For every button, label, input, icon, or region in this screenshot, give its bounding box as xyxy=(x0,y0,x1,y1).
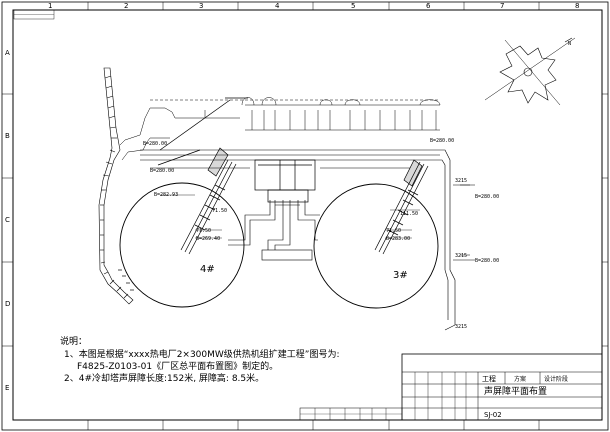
grid-label: D xyxy=(5,300,10,308)
north-symbol: N xyxy=(568,41,571,47)
dim-label: 3215 xyxy=(455,253,467,259)
notes-line-3: 2、4#冷却塔声屏障长度:152米, 屏障高: 8.5米。 xyxy=(64,372,264,384)
noise-barrier-left xyxy=(98,67,134,305)
notes-line-1: 1、本图是根据“xxxx热电厂2×300MW级供热机组扩建工程”图号为: xyxy=(64,348,340,360)
dim-label: B=280.00 xyxy=(475,194,499,200)
drawing-title: 声屏障平面布置 xyxy=(484,385,547,397)
dim-leaders xyxy=(160,194,420,239)
cooling-tower-4 xyxy=(119,182,245,308)
dim-label: 71.50 xyxy=(212,208,227,214)
notes-line-2: F4825-Z0103-01《厂区总平面布置图》制定的。 xyxy=(77,360,278,372)
tower-4-label: 4# xyxy=(200,264,215,275)
top-structures xyxy=(241,97,441,131)
dim-label: 3215 xyxy=(455,324,467,330)
elev-label: B=282.93 xyxy=(154,192,178,198)
barrier-marks xyxy=(118,269,134,291)
barrier-right xyxy=(460,184,470,256)
pipe-network xyxy=(228,200,320,261)
right-road xyxy=(440,149,475,331)
site-plan xyxy=(98,67,475,331)
phase-label: 工程 xyxy=(482,374,496,383)
elev-label: B=280.00 xyxy=(430,138,454,144)
road-outline xyxy=(119,107,205,146)
dim-label: B=280.00 xyxy=(475,258,499,264)
tower-3-label: 3# xyxy=(393,270,408,281)
elev-label: B=280.00 xyxy=(150,168,174,174)
elev-label: B=283.00 xyxy=(386,236,410,242)
grid-label: 1 xyxy=(48,2,52,10)
notes-heading: 说明： xyxy=(60,335,87,347)
dim-label: 3215 xyxy=(455,178,467,184)
elev-label: B=280.00 xyxy=(143,141,167,147)
notes: 说明： 1、本图是根据“xxxx热电厂2×300MW级供热机组扩建工程”图号为:… xyxy=(60,335,340,384)
grid-label: 5 xyxy=(351,2,355,10)
conveyor-right xyxy=(374,159,429,255)
wind-rose xyxy=(484,37,576,106)
grid-label: B xyxy=(5,132,10,140)
conveyor-left xyxy=(157,97,248,255)
grid-label: E xyxy=(5,384,9,392)
grid-left-labels: A B C D E xyxy=(5,49,10,392)
grid-label: 4 xyxy=(275,2,280,10)
grid-label: 7 xyxy=(500,2,504,10)
dim-label: 71.50 xyxy=(386,228,401,234)
title-block-text: 工程 方案 设计阶段 声屏障平面布置 SJ-02 xyxy=(482,374,568,419)
grid-label: A xyxy=(5,49,10,57)
grid-label: 8 xyxy=(575,2,579,10)
cooling-tower-3 xyxy=(313,183,439,309)
stage-label: 设计阶段 xyxy=(544,375,568,383)
dim-label: 71.50 xyxy=(196,228,211,234)
grid-top-labels: 1 2 3 4 5 6 7 8 xyxy=(48,2,579,10)
grid-label: 2 xyxy=(124,2,128,10)
dim-label: 111.50 xyxy=(400,211,418,217)
elev-label: B=269.40 xyxy=(196,236,220,242)
grid-label: 3 xyxy=(199,2,203,10)
grid-label: 6 xyxy=(426,2,431,10)
grid-label: C xyxy=(5,216,10,224)
plan-labels: B=280.00 B=282.93 71.50 B=269.40 71.50 1… xyxy=(143,138,499,330)
scheme-label: 方案 xyxy=(514,375,526,383)
pump-house xyxy=(254,159,316,203)
title-block xyxy=(299,353,603,421)
drawing-number: SJ-02 xyxy=(484,411,502,419)
